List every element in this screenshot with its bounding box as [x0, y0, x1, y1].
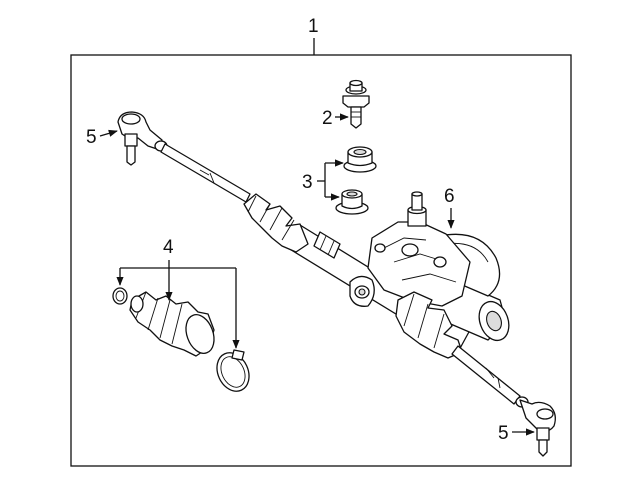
tie-rod-left-part [160, 143, 251, 203]
callout-number: 5 [86, 127, 97, 148]
bushing-upper-part [343, 146, 377, 173]
bolt-part [342, 79, 370, 129]
tie-rod-end-left-part [117, 111, 168, 166]
bushing-lower-part [335, 189, 369, 215]
callout-number: 6 [444, 186, 455, 207]
callout-number: 2 [322, 108, 333, 129]
callout-number: 5 [498, 423, 509, 444]
callout-tie-rod-end-right: 5 [498, 423, 535, 444]
callout-motor-unit: 6 [444, 186, 455, 229]
callout-number: 4 [163, 237, 174, 258]
tie-rod-right-part [451, 345, 521, 405]
rack-boot-right-part [395, 291, 463, 359]
callout-number: 1 [308, 16, 319, 37]
callout-assembly: 1 [308, 16, 319, 55]
motor-unit-part [367, 191, 510, 342]
steering-boot-part [129, 291, 215, 357]
callout-tie-rod-end-left: 5 [86, 127, 118, 148]
assembly-frame [70, 54, 572, 467]
boot-clamp-small-part [112, 287, 128, 305]
boot-clamp-large-part [216, 349, 250, 392]
tie-rod-end-right-part [515, 396, 556, 457]
callout-boot-kit: 4 [116, 237, 240, 349]
callout-number: 3 [302, 172, 313, 193]
callout-bushing: 3 [302, 159, 344, 201]
callout-bolt: 2 [322, 108, 349, 129]
